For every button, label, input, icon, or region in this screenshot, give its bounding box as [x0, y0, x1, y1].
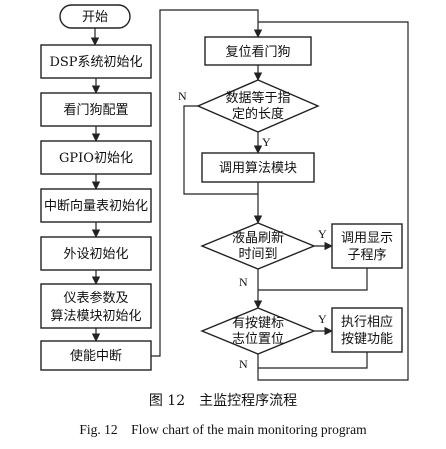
enable-interrupt-label: 使能中断 — [70, 348, 122, 364]
call-algorithm-label: 调用算法模块 — [219, 161, 297, 176]
interrupt-vector-init-box: 中断向量表初始化 — [40, 188, 152, 223]
data-length-no-label: N — [178, 89, 187, 103]
key-flag-decision: 有按键标 志位置位 — [200, 307, 316, 355]
figure-caption-cn: 图 12 主监控程序流程 — [148, 393, 298, 409]
key-function-box: 执行相应 按键功能 — [331, 307, 403, 353]
edge-display-return — [258, 268, 368, 291]
call-display-label-line2: 子程序 — [347, 248, 386, 263]
param-init-label-line2: 算法模块初始化 — [50, 309, 141, 324]
edge-loop-back — [257, 21, 409, 381]
lcd-refresh-label-line2: 时间到 — [238, 247, 277, 262]
edge-datacheck-no — [183, 105, 258, 195]
gpio-init-box: GPIO初始化 — [40, 140, 152, 175]
data-length-yes-label: Y — [262, 135, 271, 149]
lcd-refresh-decision: 液晶刷新 时间到 — [200, 222, 316, 270]
key-flag-yes-label: Y — [318, 312, 327, 326]
key-flag-no-label: N — [239, 357, 248, 371]
reset-watchdog-label: 复位看门狗 — [225, 44, 290, 60]
start-node: 开始 — [59, 4, 131, 29]
lcd-refresh-label-line1: 液晶刷新 — [232, 230, 284, 246]
key-function-label-line1: 执行相应 — [341, 314, 393, 330]
call-display-label-line1: 调用显示 — [341, 231, 393, 246]
param-init-box: 仪表参数及 算法模块初始化 — [40, 283, 152, 329]
figure-caption-en: Fig. 12 Flow chart of the main monitorin… — [79, 422, 367, 437]
key-flag-label-line2: 志位置位 — [232, 332, 284, 347]
data-length-label-line1: 数据等于指 — [225, 90, 290, 106]
edge-keyfunc-return — [258, 352, 368, 369]
lcd-refresh-yes-label: Y — [318, 227, 327, 241]
peripheral-init-label: 外设初始化 — [63, 247, 128, 262]
lcd-refresh-no-label: N — [239, 275, 248, 289]
dsp-init-label: DSP系统初始化 — [49, 55, 142, 70]
interrupt-vector-init-label: 中断向量表初始化 — [44, 198, 148, 214]
watchdog-config-label: 看门狗配置 — [63, 102, 128, 118]
key-flag-label-line1: 有按键标 — [232, 316, 284, 331]
gpio-init-label: GPIO初始化 — [59, 151, 133, 166]
param-init-label-line1: 仪表参数及 — [63, 290, 128, 306]
peripheral-init-box: 外设初始化 — [40, 236, 152, 271]
edge-enable-to-loop — [151, 9, 263, 357]
call-algorithm-box: 调用算法模块 — [201, 152, 315, 183]
watchdog-config-box: 看门狗配置 — [40, 92, 152, 127]
key-function-label-line2: 按键功能 — [341, 332, 393, 347]
start-label: 开始 — [82, 10, 108, 25]
data-length-decision: 数据等于指 定的长度 — [196, 79, 320, 133]
data-length-label-line2: 定的长度 — [232, 106, 284, 122]
dsp-init-box: DSP系统初始化 — [40, 44, 152, 79]
call-display-box: 调用显示 子程序 — [331, 223, 403, 269]
flowchart: 开始 DSP系统初始化 看门狗配置 GPIO初始化 中断向量表初始化 外设初始化… — [40, 4, 409, 381]
enable-interrupt-box: 使能中断 — [40, 340, 152, 371]
reset-watchdog-box: 复位看门狗 — [204, 36, 312, 66]
